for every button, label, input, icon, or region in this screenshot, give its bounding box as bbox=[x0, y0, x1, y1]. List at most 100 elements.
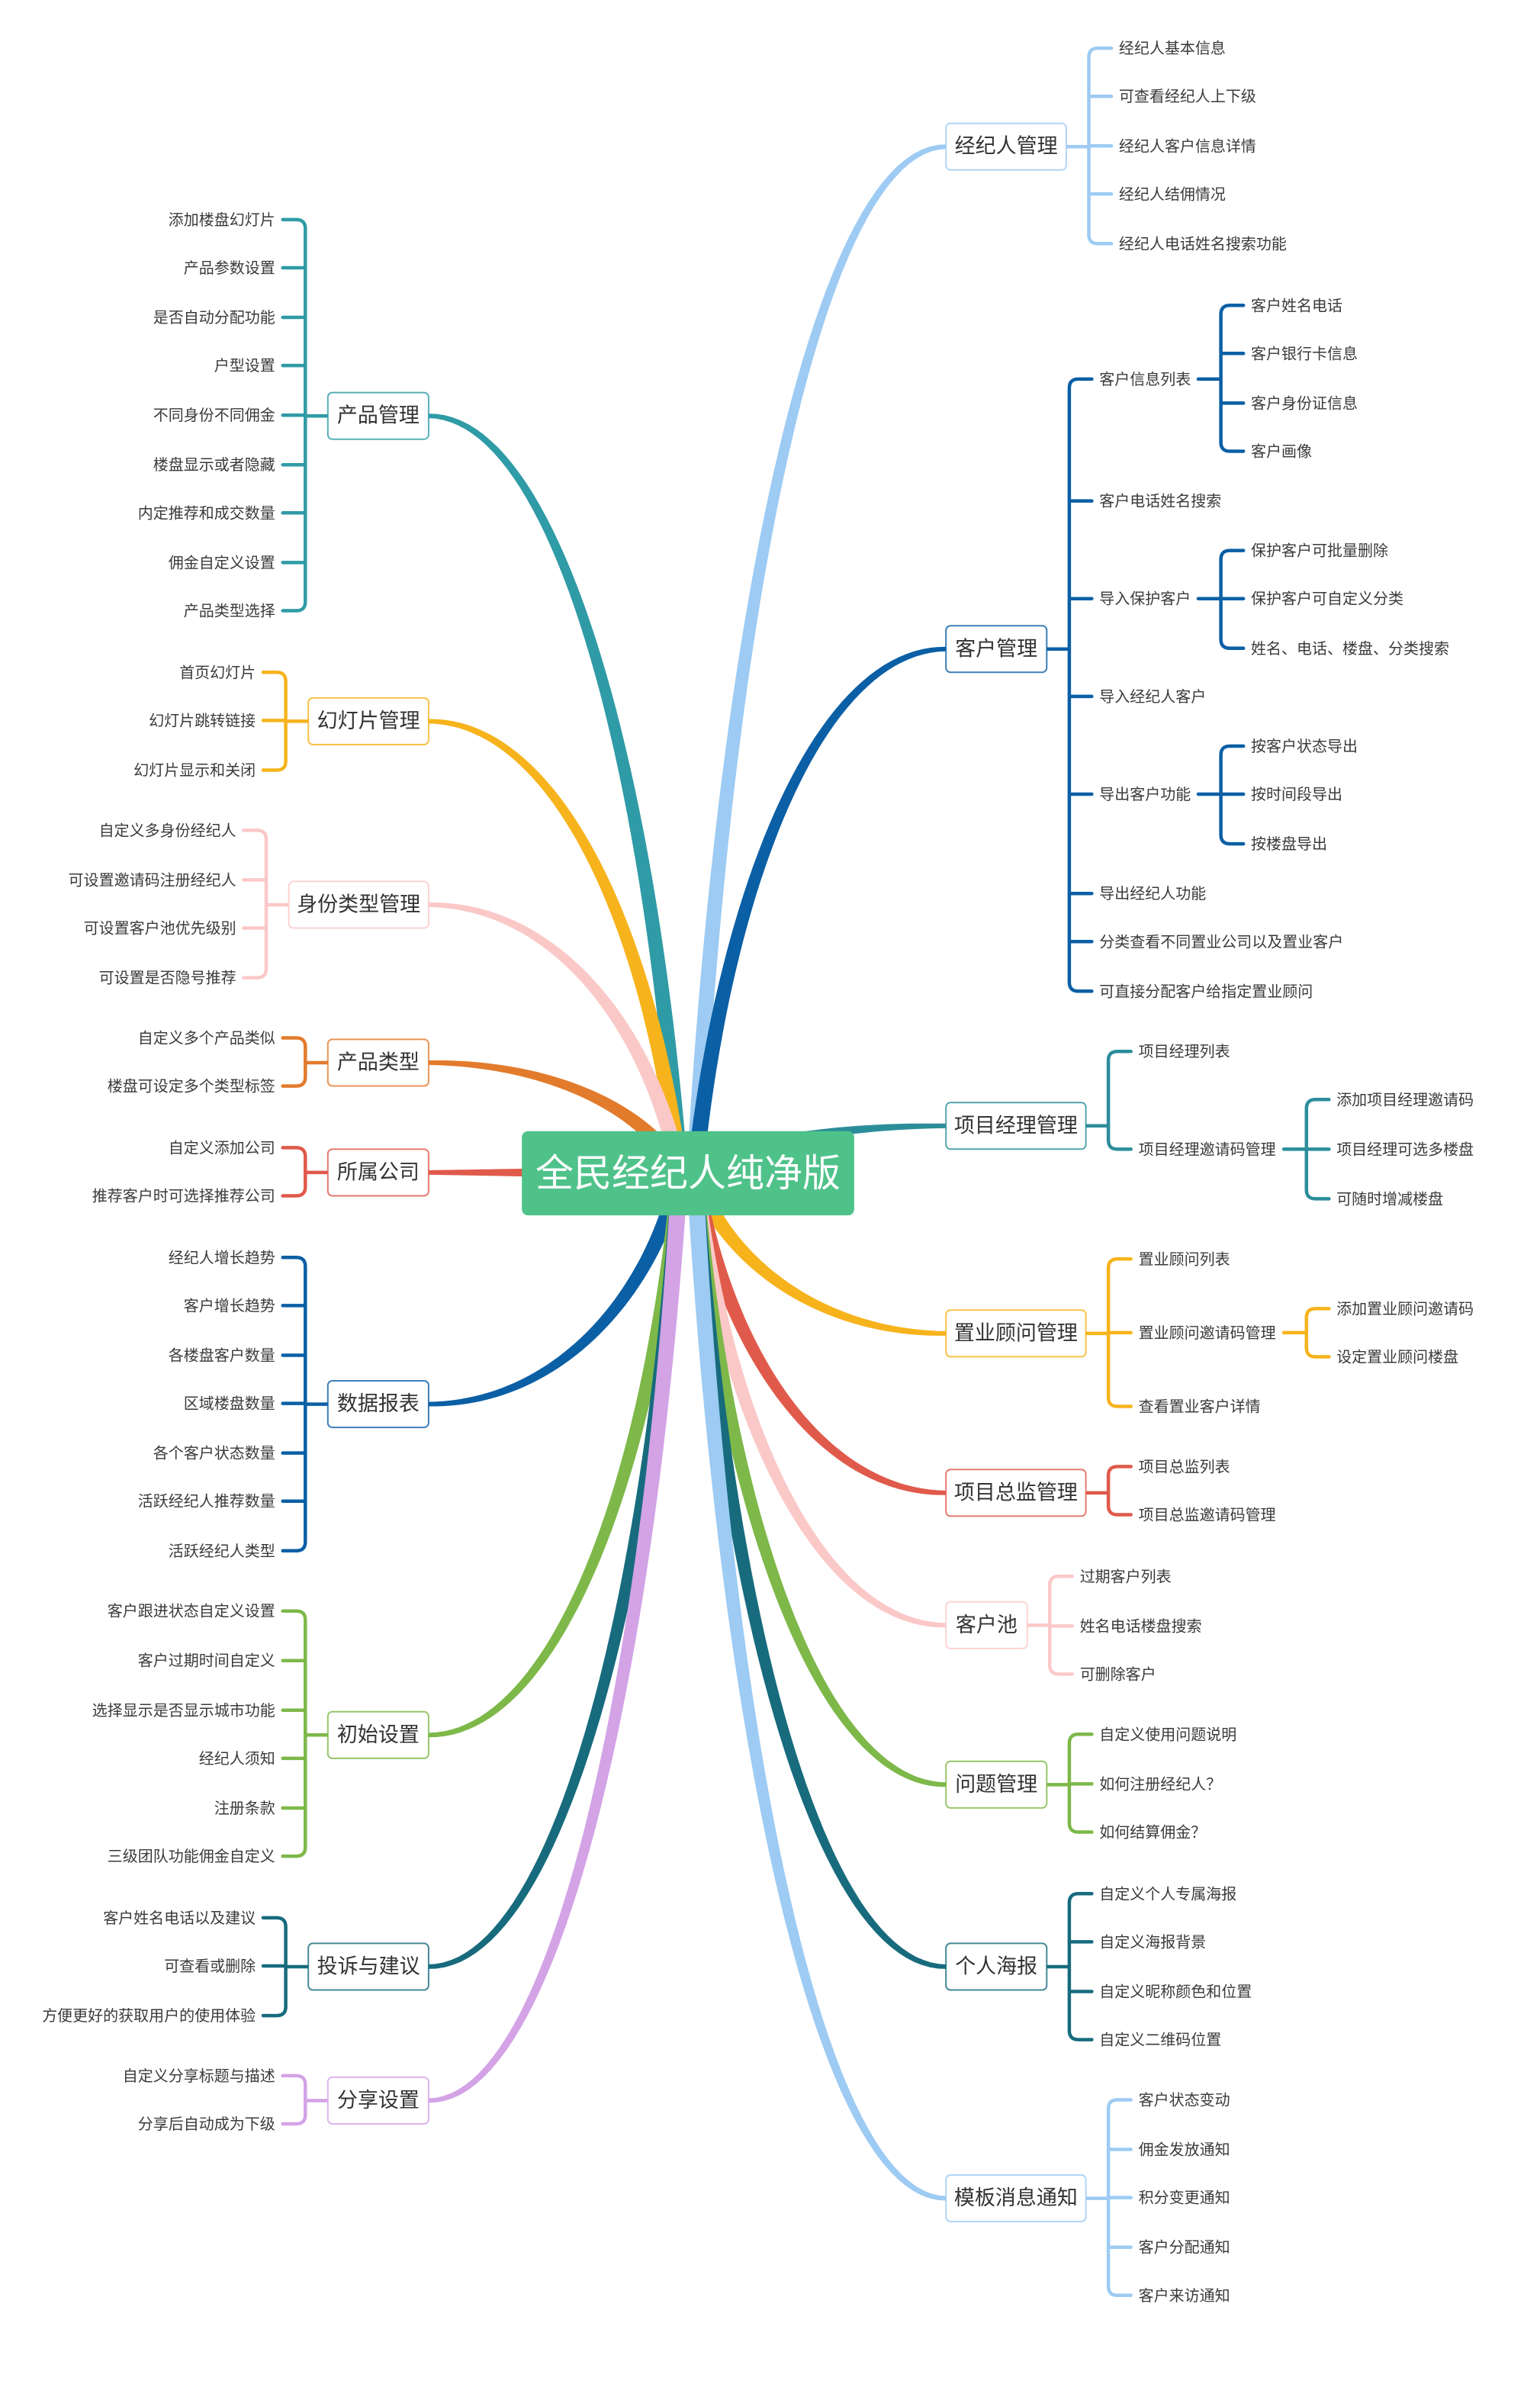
topic-item: 姓名电话楼盘搜索 bbox=[1080, 1617, 1202, 1635]
topic-item: 查看置业客户详情 bbox=[1139, 1398, 1261, 1416]
branch-node bbox=[326, 1380, 429, 1429]
topic-item: 选择显示是否显示城市功能 bbox=[92, 1701, 275, 1720]
branch-label: 身份类型管理 bbox=[297, 893, 420, 917]
child-bracket bbox=[281, 2074, 330, 2126]
topic-item: 区域楼盘数量 bbox=[184, 1395, 275, 1413]
topic-item: 幻灯片跳转链接 bbox=[149, 711, 256, 729]
branch-label: 所属公司 bbox=[337, 1160, 420, 1184]
sub-bracket bbox=[1196, 304, 1246, 453]
topic-item: 活跃经纪人推荐数量 bbox=[138, 1492, 275, 1511]
branch-connector bbox=[428, 1173, 688, 1969]
topic-item: 项目经理列表 bbox=[1139, 1042, 1230, 1060]
topic-item: 导入经纪人客户 bbox=[1099, 687, 1206, 706]
branch-label: 项目经理管理 bbox=[954, 1114, 1078, 1137]
topic-item: 客户状态变动 bbox=[1139, 2091, 1230, 2109]
topic-item: 客户姓名电话以及建议 bbox=[103, 1909, 256, 1927]
topic-item: 推荐客户时可选择推荐公司 bbox=[92, 1187, 275, 1205]
child-bracket bbox=[1084, 1257, 1133, 1408]
child-bracket bbox=[1084, 1465, 1133, 1517]
topic-item: 户型设置 bbox=[214, 356, 275, 375]
topic-item: 客户跟进状态自定义设置 bbox=[108, 1602, 275, 1620]
child-bracket bbox=[242, 828, 291, 980]
branch-label: 模板消息通知 bbox=[954, 2186, 1078, 2210]
sub-topic-item: 保护客户可批量删除 bbox=[1251, 542, 1388, 560]
child-bracket bbox=[1045, 377, 1094, 993]
topic-item: 项目经理邀请码管理 bbox=[1139, 1140, 1276, 1158]
topic-item: 经纪人电话姓名搜索功能 bbox=[1119, 234, 1287, 253]
branch-label: 问题管理 bbox=[955, 1773, 1037, 1797]
branch-node bbox=[945, 1601, 1028, 1649]
topic-item: 自定义添加公司 bbox=[169, 1138, 275, 1157]
topic-item: 可设置邀请码注册经纪人 bbox=[69, 870, 236, 889]
branch-node bbox=[945, 1102, 1087, 1150]
branch-node bbox=[307, 697, 429, 746]
branch-layer: 经纪人管理经纪人基本信息可查看经纪人上下级经纪人客户信息详情经纪人结佣情况经纪人… bbox=[42, 39, 1474, 2305]
topic-item: 可查看或删除 bbox=[164, 1957, 256, 1975]
branch-connector bbox=[428, 1172, 688, 1738]
topic-item: 置业顾问邀请码管理 bbox=[1139, 1324, 1276, 1342]
branch-label: 幻灯片管理 bbox=[317, 709, 420, 733]
branch-connector bbox=[686, 646, 947, 1174]
branch-label: 客户池 bbox=[956, 1613, 1018, 1637]
sub-topic-item: 客户身份证信息 bbox=[1251, 394, 1358, 412]
branch-label: 分享设置 bbox=[337, 2089, 420, 2112]
topic-item: 客户增长趋势 bbox=[184, 1296, 275, 1314]
topic-item: 分类查看不同置业公司以及置业客户 bbox=[1099, 932, 1343, 951]
topic-item: 不同身份不同佣金 bbox=[153, 406, 275, 424]
topic-item: 自定义分享标题与描述 bbox=[123, 2067, 275, 2085]
topic-item: 过期客户列表 bbox=[1080, 1567, 1172, 1585]
branch-node bbox=[945, 1309, 1087, 1358]
topic-item: 活跃经纪人类型 bbox=[169, 1542, 275, 1560]
topic-item: 是否自动分配功能 bbox=[153, 308, 275, 327]
central-topic: 全民经纪人纯净版 bbox=[522, 1131, 854, 1216]
child-bracket bbox=[1084, 1049, 1133, 1151]
child-bracket bbox=[1064, 46, 1114, 246]
topic-item: 可直接分配客户给指定置业顾问 bbox=[1099, 982, 1313, 1000]
branch-node bbox=[326, 1148, 429, 1197]
sub-topic-item: 项目经理可选多楼盘 bbox=[1336, 1140, 1474, 1158]
topic-item: 经纪人增长趋势 bbox=[169, 1248, 275, 1266]
topic-item: 自定义个人专属海报 bbox=[1099, 1884, 1236, 1903]
child-bracket bbox=[281, 1256, 330, 1553]
sub-bracket bbox=[1281, 1098, 1331, 1201]
branch-node bbox=[326, 391, 429, 440]
topic-item: 添加楼盘幻灯片 bbox=[169, 211, 275, 229]
branch-connector bbox=[428, 902, 688, 1176]
child-bracket bbox=[261, 671, 310, 772]
topic-item: 幻灯片显示和关闭 bbox=[133, 761, 256, 780]
topic-item: 产品参数设置 bbox=[184, 259, 275, 277]
branch-node bbox=[945, 2174, 1087, 2223]
child-bracket bbox=[281, 217, 330, 613]
topic-item: 项目总监邀请码管理 bbox=[1139, 1506, 1276, 1524]
topic-item: 客户来访通知 bbox=[1139, 2286, 1230, 2305]
branch-label: 项目总监管理 bbox=[954, 1481, 1078, 1504]
branch-node bbox=[288, 880, 429, 929]
topic-item: 佣金自定义设置 bbox=[169, 553, 275, 571]
branch-connector bbox=[428, 1171, 688, 1407]
branch-node bbox=[945, 1469, 1087, 1517]
topic-item: 注册条款 bbox=[214, 1799, 275, 1817]
branch-label: 投诉与建议 bbox=[317, 1955, 420, 1979]
sub-topic-item: 可随时增减楼盘 bbox=[1336, 1189, 1443, 1208]
topic-item: 各楼盘客户数量 bbox=[169, 1346, 275, 1365]
branch-label: 客户管理 bbox=[955, 637, 1037, 661]
child-bracket bbox=[281, 1146, 330, 1198]
topic-item: 可设置是否隐号推荐 bbox=[99, 969, 236, 987]
topic-item: 导入保护客户 bbox=[1099, 590, 1191, 608]
topic-item: 如何注册经纪人？ bbox=[1099, 1774, 1221, 1793]
topic-item: 经纪人客户信息详情 bbox=[1119, 137, 1256, 155]
sub-bracket bbox=[1196, 549, 1246, 651]
branch-label: 置业顾问管理 bbox=[954, 1321, 1078, 1345]
sub-topic-item: 客户银行卡信息 bbox=[1251, 344, 1358, 362]
topic-item: 可删除客户 bbox=[1080, 1665, 1156, 1684]
sub-topic-item: 客户姓名电话 bbox=[1251, 296, 1342, 314]
topic-item: 自定义昵称颜色和位置 bbox=[1099, 1983, 1252, 2001]
branch: 置业顾问管理置业顾问列表置业顾问邀请码管理添加置业顾问邀请码设定置业顾问楼盘查看… bbox=[686, 1170, 1474, 1416]
